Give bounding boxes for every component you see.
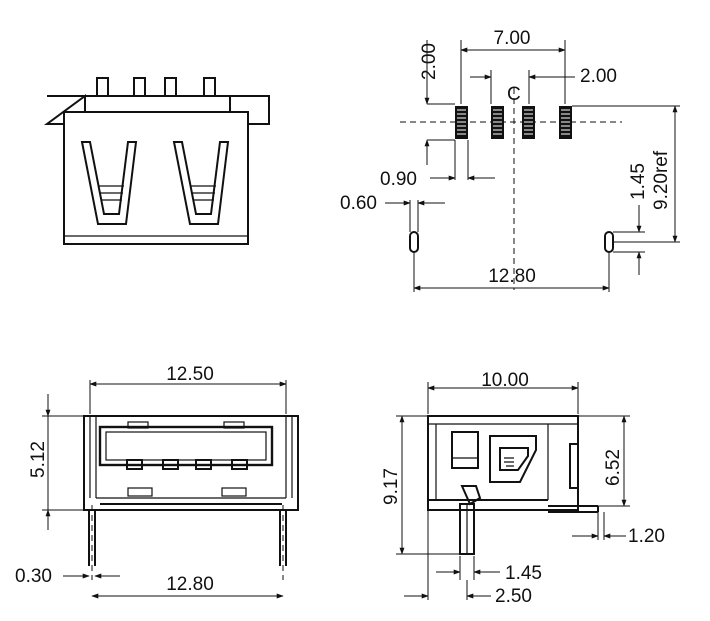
dim-peg-width: 0.60 [340,193,377,214]
dim-pin-width: 0.30 [15,566,52,587]
side-view: 10.00 9.17 6.52 1.20 1.45 2.50 [381,370,665,607]
dim-pad-pitch-right: 2.00 [580,66,617,87]
side-latch [489,435,537,483]
dim-side-body-height: 6.52 [603,449,624,486]
dim-peg-to-pads: 1.45 [628,163,649,200]
dim-pad-pitch-left: 2.00 [419,43,440,80]
dim-pitch-total: 7.00 [494,28,531,49]
dim-side-total-height: 9.17 [381,468,402,505]
dim-side-pin-offset: 1.45 [505,563,542,584]
front-outline-view [43,77,270,245]
front-leg-left [88,505,96,580]
front-contact-1 [126,459,143,470]
outline-body [63,111,249,245]
front-leg-right [279,505,287,580]
outline-contact-right [172,141,230,225]
footprint-peg-right [604,231,614,253]
dim-peg-span: 12.80 [488,266,536,287]
dim-side-pin-span: 2.50 [495,586,532,607]
front-port-opening [98,425,274,467]
front-contact-3 [195,459,212,470]
dim-side-length: 10.00 [481,370,529,391]
front-contact-4 [231,459,248,470]
outline-pin-2 [133,77,146,97]
front-view: 12.50 5.12 0.30 12.80 [15,364,299,599]
dim-pin-span: 12.80 [166,574,214,595]
side-body [427,415,579,511]
footprint-peg-left [409,231,419,253]
footprint-view: 7.00 2.00 2.00 C 0.90 0.60 12.80 [340,28,680,292]
footprint-pad-3 [522,106,535,139]
outline-pin-1 [96,77,109,97]
outline-contact-left [80,141,138,225]
dim-pads-to-pegs: 9.20ref [651,150,672,210]
footprint-pad-2 [491,106,504,139]
centerline-mark: C [507,84,521,105]
dim-side-tab: 1.20 [628,526,665,547]
outline-pin-4 [203,77,216,97]
dim-front-width: 12.50 [166,364,214,385]
dim-pad-width: 0.90 [380,169,417,190]
outline-pin-3 [164,77,177,97]
side-pin [459,485,482,555]
front-contact-2 [162,459,179,470]
front-shell [83,415,299,511]
footprint-pad-4 [559,106,572,139]
outline-flange [43,94,270,125]
footprint-pad-1 [455,106,468,139]
dim-front-height: 5.12 [28,441,49,478]
